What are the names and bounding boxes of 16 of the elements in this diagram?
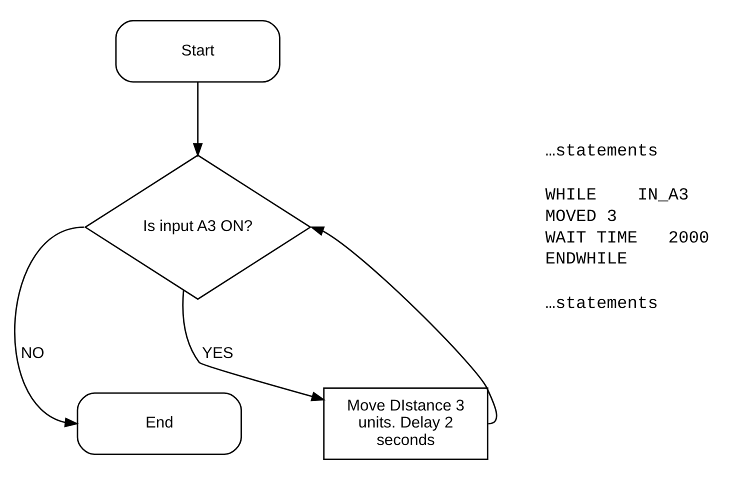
edge-label: NO <box>20 344 44 362</box>
label: …statements <box>545 294 658 314</box>
node-box: Start <box>115 19 280 82</box>
label: …statements <box>545 142 658 161</box>
arrow <box>182 290 326 401</box>
label: ENDWHILE <box>545 250 628 270</box>
arrow <box>192 82 203 157</box>
edge-label: YES <box>202 344 234 362</box>
arrow <box>310 226 498 424</box>
node-diamond: Is input A3 ON? <box>84 154 312 300</box>
label: WAIT TIME 2000 <box>545 228 710 248</box>
label: MOVED 3 <box>545 207 618 226</box>
node-box: End <box>76 392 242 455</box>
label: WHILE IN_A3 <box>545 186 689 206</box>
node-box: Move DIstance 3 units. Delay 2 seconds <box>323 386 488 460</box>
arrow <box>14 226 84 427</box>
